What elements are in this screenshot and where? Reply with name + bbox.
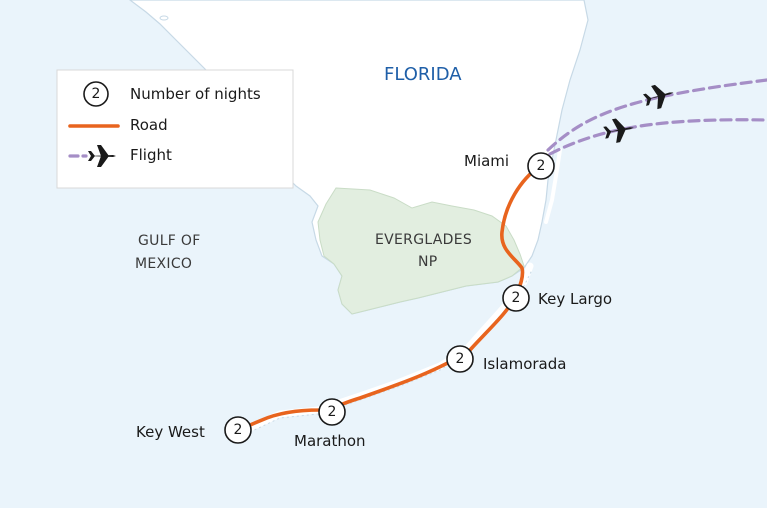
gulf-label-line1: GULF OF [138,233,201,249]
legend: 2 Number of nights Road Flight [56,69,294,189]
legend-nights-badge [83,81,109,107]
nights-badge [446,345,474,373]
airplane-icon [642,84,674,110]
airplane-icon [603,118,634,143]
stop-label: Islamorada [483,355,566,373]
stop-label: Miami [464,152,509,170]
gulf-label-line2: MEXICO [135,256,192,272]
nights-badge [502,284,530,312]
stop-marathon[interactable]: 2 Marathon [294,398,366,450]
nights-badge [318,398,346,426]
stop-key-largo[interactable]: 2 Key Largo [502,284,612,312]
flight-path-upper [546,78,767,152]
flight-path-lower [548,118,767,156]
nights-count: 2 [234,422,243,438]
stop-label: Key Largo [538,290,612,308]
everglades-label-line1: EVERGLADES [375,232,472,248]
nights-count: 2 [512,290,521,306]
legend-nights-label: Number of nights [130,85,261,103]
airplane-icon [88,145,116,167]
stop-label: Marathon [294,432,366,450]
miami-beach-strip [544,148,562,224]
nights-count: 2 [328,404,337,420]
stop-miami[interactable]: 2 Miami [464,152,555,180]
nights-badge [224,416,252,444]
legend-road-label: Road [130,116,168,134]
nights-count: 2 [537,158,546,174]
everglades-park [317,187,525,315]
florida-label: FLORIDA [384,64,462,85]
stop-islamorada[interactable]: 2 Islamorada [446,345,566,373]
nights-badge [527,152,555,180]
legend-flight-label: Flight [130,146,172,164]
everglades-label-line2: NP [418,254,438,270]
stop-key-west[interactable]: 2 Key West [136,416,252,444]
legend-nights-sample: 2 [92,86,101,102]
nights-count: 2 [456,351,465,367]
islet [159,15,169,21]
stop-label: Key West [136,423,205,441]
